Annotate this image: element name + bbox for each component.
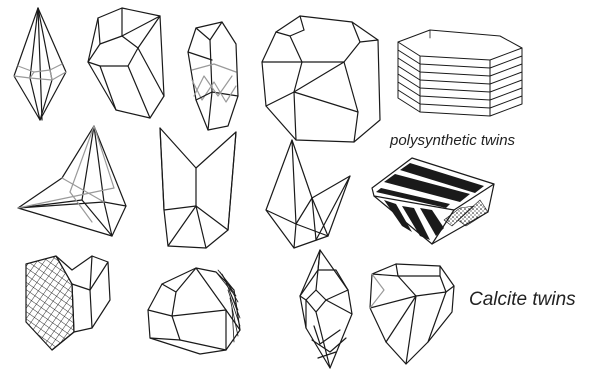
stacked-plates-polysynthetic [398, 30, 522, 116]
elongated-bipyramid-twin [14, 8, 66, 120]
blocky-prism-twin [88, 8, 164, 118]
heart-shaped-twin [370, 264, 454, 364]
short-prism-twin-with-hidden-edges [188, 22, 238, 130]
flat-dome-twin [148, 268, 240, 354]
crosshatched-face-twin [26, 256, 110, 350]
polysynthetic-twins-label: polysynthetic twins [390, 132, 515, 149]
rounded-block-twin [262, 16, 380, 142]
kite-bipyramid-twin [300, 250, 352, 368]
contact-arrow-twin [266, 140, 350, 248]
v-notch-prism-twin [160, 128, 236, 248]
calcite-twins-label: Calcite twins [469, 289, 576, 311]
striped-lamellar-block [372, 158, 494, 244]
pointed-star-twin [18, 126, 126, 236]
